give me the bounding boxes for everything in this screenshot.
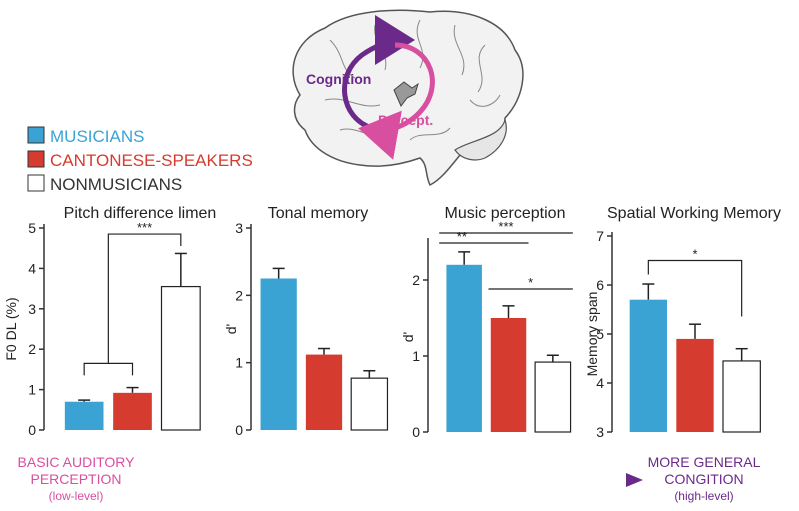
cognition-label: Cognition [306,71,371,87]
significance-label: ** [457,229,467,244]
legend: MUSICIANS CANTONESE-SPEAKERS NONMUSICIANS [27,126,253,194]
panel-title: Tonal memory [268,205,368,222]
legend-label-2: NONMUSICIANS [50,175,182,194]
y-axis-label: Memory span [584,292,600,377]
panel-title: Spatial Working Memory [607,205,781,222]
legend-label-0: MUSICIANS [50,127,144,146]
y-axis-label: d' [223,324,239,334]
footer-right-line3: (high-level) [674,489,733,503]
footer-left-line2: PERCEPTION [30,471,121,487]
footer-left-line1: BASIC AUDITORY [18,454,136,470]
progression-arrow-head [626,473,643,487]
brain-illustration: Cognition Percept. [292,9,524,187]
y-tick-label: 2 [412,272,420,288]
y-tick-label: 5 [28,220,36,236]
panel-0: Pitch difference limen F0 DL (%) 0 1 2 3 4 5 *** [3,205,216,438]
group-bracket [83,362,134,376]
legend-label-1: CANTONESE-SPEAKERS [50,151,253,170]
bar-cantonese-speakers [490,318,527,432]
bar-nonmusicians [350,377,389,431]
panel-title: Pitch difference limen [64,205,217,222]
footer-right-line2: CONGITION [664,471,743,487]
y-tick-label: 1 [28,382,36,398]
panel-title: Music perception [445,205,566,222]
bar-nonmusicians [160,285,201,431]
y-axis-label: d' [400,332,416,342]
bar-musicians [64,401,104,430]
y-tick-label: 1 [412,348,420,364]
bar-musicians [260,278,297,430]
footer: BASIC AUDITORY PERCEPTION (low-level) MO… [18,454,761,503]
y-tick-label: 3 [596,424,604,440]
significance-label: * [528,275,533,290]
legend-swatch-2 [27,174,45,192]
y-tick-label: 5 [596,326,604,342]
footer-left-line3: (low-level) [49,489,104,503]
bar-cantonese-speakers [676,338,714,432]
y-tick-label: 0 [235,422,243,438]
cognition-arrow [342,15,415,131]
y-axis-label: F0 DL (%) [3,297,19,360]
significance-label: *** [498,219,513,234]
y-tick-label: 1 [235,355,243,371]
bar-cantonese-speakers [305,354,343,430]
y-tick-label: 6 [596,277,604,293]
bar-nonmusicians [534,361,572,433]
y-tick-label: 3 [28,301,36,317]
significance-bracket [107,233,182,364]
bar-nonmusicians [722,360,761,433]
legend-swatch-0 [27,126,45,144]
y-tick-label: 4 [596,375,604,391]
perception-label: Percept. [378,112,433,128]
y-tick-label: 4 [28,260,36,276]
y-tick-label: 7 [596,228,604,244]
cerebellum [454,117,507,161]
significance-bracket [647,259,743,317]
footer-right-line1: MORE GENERAL [648,454,761,470]
y-tick-label: 0 [412,424,420,440]
y-tick-label: 2 [28,341,36,357]
bar-cantonese-speakers [113,392,152,430]
bar-musicians [629,299,667,432]
y-tick-label: 0 [28,422,36,438]
significance-label: * [692,247,697,262]
legend-swatch-1 [27,150,45,168]
y-tick-label: 3 [235,220,243,236]
bar-musicians [446,264,482,432]
panel-1: Tonal memory d' 0 1 2 3 [223,205,389,438]
significance-label: *** [137,220,152,235]
perception-arrow [358,42,435,160]
y-tick-label: 2 [235,287,243,303]
cochlea-icon [393,81,419,107]
